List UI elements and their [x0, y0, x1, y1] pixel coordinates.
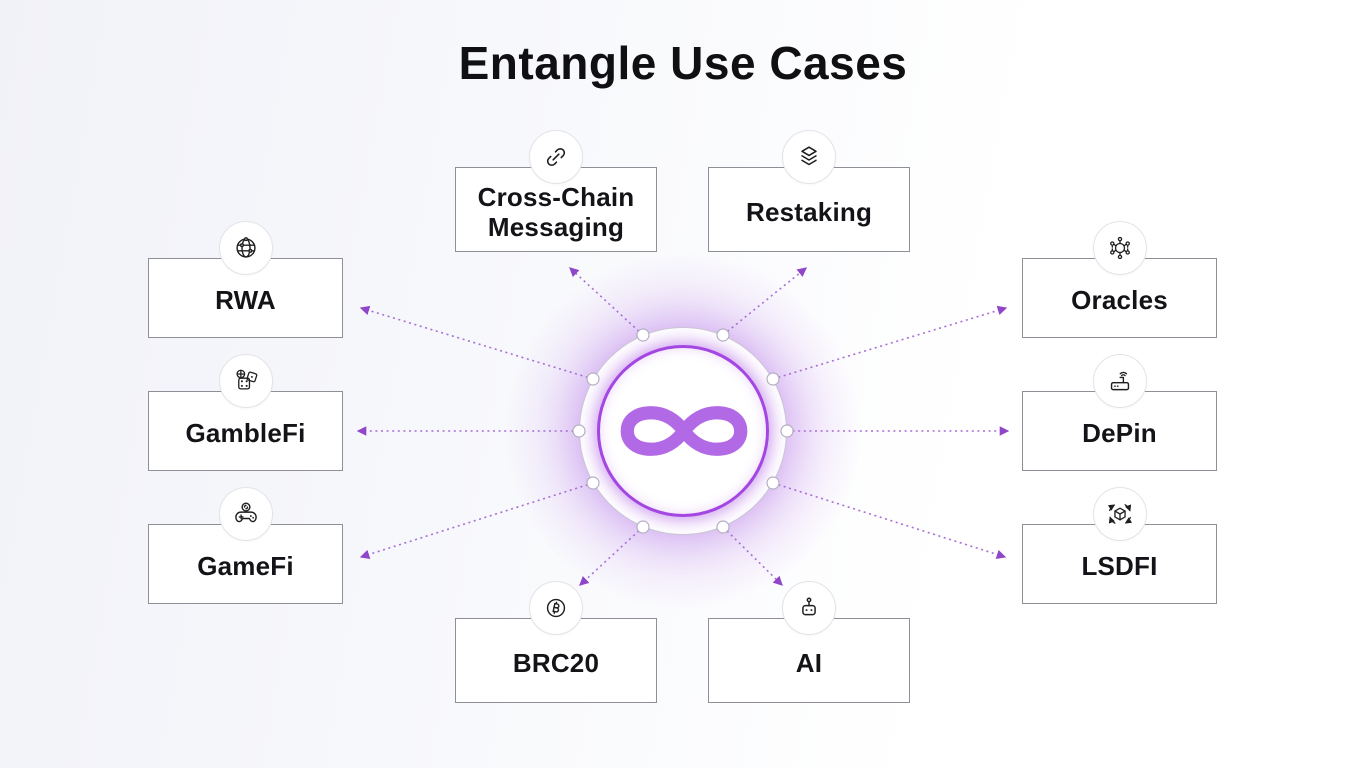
- use-case-label: Oracles: [1071, 285, 1168, 316]
- cube-cycle-icon: [1092, 487, 1147, 541]
- entangle-infinity-logo: [620, 406, 748, 456]
- globe-network-icon: [218, 221, 273, 275]
- use-case-card-brc20: BRC20: [455, 581, 657, 703]
- use-case-label: Restaking: [745, 196, 873, 227]
- use-case-card-lsdfi: LSDFI: [1022, 487, 1217, 604]
- use-case-label: AI: [795, 647, 823, 678]
- use-case-card-depin: DePin: [1022, 354, 1217, 471]
- network-hub-icon: [1092, 221, 1147, 275]
- use-case-card-rwa: RWA: [148, 221, 343, 338]
- gamepad-icon: [218, 487, 273, 541]
- robot-icon: [782, 581, 836, 635]
- use-case-card-cross-chain-messaging: Cross-Chain Messaging: [455, 130, 657, 252]
- use-case-label: RWA: [215, 285, 276, 316]
- use-case-card-ai: AI: [708, 581, 910, 703]
- use-case-label: GameFi: [197, 551, 294, 582]
- use-case-label: Cross-Chain Messaging: [477, 182, 635, 242]
- use-case-label: DePin: [1082, 418, 1157, 449]
- dice-icon: [218, 354, 273, 408]
- use-case-label: LSDFI: [1081, 551, 1158, 582]
- bitcoin-icon: [529, 581, 583, 635]
- chain-link-icon: [529, 130, 583, 184]
- use-case-card-oracles: Oracles: [1022, 221, 1217, 338]
- use-case-card-restaking: Restaking: [708, 130, 910, 252]
- router-icon: [1092, 354, 1147, 408]
- use-case-card-gamefi: GameFi: [148, 487, 343, 604]
- page-title: Entangle Use Cases: [458, 37, 908, 89]
- use-case-card-gamblefi: GambleFi: [148, 354, 343, 471]
- use-case-label: GambleFi: [185, 418, 306, 449]
- use-case-label: BRC20: [512, 647, 600, 678]
- layers-icon: [782, 130, 836, 184]
